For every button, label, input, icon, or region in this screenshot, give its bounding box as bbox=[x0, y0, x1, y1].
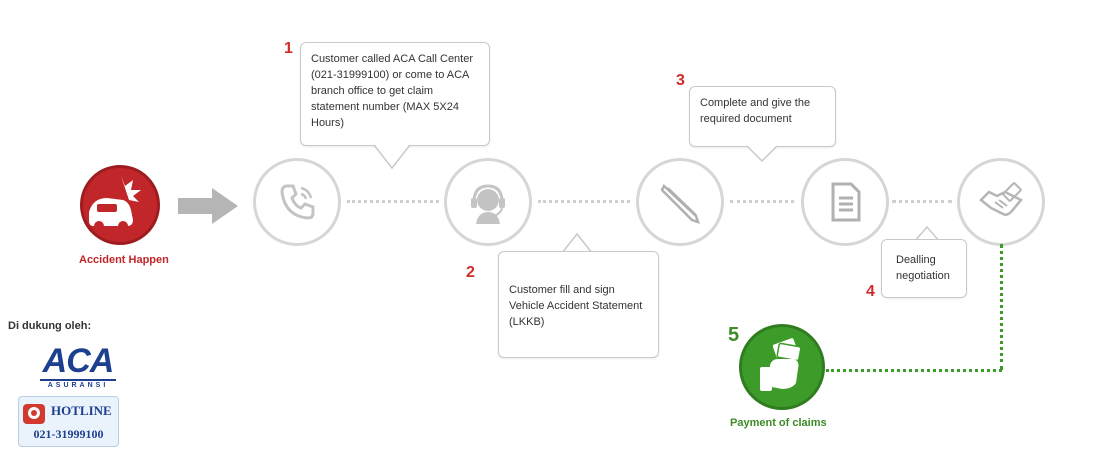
step3-text: Complete and give the required document bbox=[700, 97, 811, 125]
money-hand-icon bbox=[760, 338, 802, 391]
payment-circle bbox=[739, 324, 825, 410]
step2-bubble: Customer fill and sign Vehicle Accident … bbox=[498, 251, 659, 358]
hotline-phone-icon bbox=[23, 404, 45, 424]
hotline-number: 021-31999100 bbox=[33, 427, 104, 441]
step4-text: Dealling negotiation bbox=[896, 254, 950, 282]
step3-document-circle bbox=[801, 158, 889, 246]
aca-logo-subtext: ASURANSI bbox=[47, 382, 109, 389]
step1-bubble: Customer called ACA Call Center (021-319… bbox=[300, 42, 490, 146]
step3-bubble: Complete and give the required document bbox=[689, 86, 836, 147]
step1-number: 1 bbox=[284, 40, 293, 57]
accident-label: Accident Happen bbox=[79, 254, 169, 266]
connector-1-2 bbox=[347, 200, 439, 203]
step2-bubble-tail bbox=[561, 232, 593, 254]
aca-logo: ACA ASURANSI bbox=[38, 344, 118, 390]
headset-agent-icon bbox=[471, 184, 505, 224]
connector-2-3 bbox=[538, 200, 630, 203]
step4-handshake-circle bbox=[957, 158, 1045, 246]
hotline-box[interactable]: HOTLINE 021-31999100 bbox=[18, 396, 119, 447]
step1-bubble-tail bbox=[373, 144, 411, 170]
arrow-right-icon bbox=[178, 188, 238, 224]
document-icon bbox=[831, 182, 861, 222]
step1-text: Customer called ACA Call Center (021-319… bbox=[311, 53, 474, 129]
connector-3-4 bbox=[730, 200, 794, 203]
step5-number: 5 bbox=[728, 324, 740, 346]
accident-icon-circle bbox=[80, 165, 160, 245]
hotline-label: HOTLINE bbox=[51, 403, 112, 418]
handshake-icon bbox=[979, 182, 1023, 216]
step4-bubble: Dealling negotiation bbox=[881, 239, 967, 298]
step3-bubble-tail bbox=[746, 145, 778, 163]
step2-number: 2 bbox=[466, 264, 475, 281]
step1-phone-circle bbox=[253, 158, 341, 246]
step3-pen-circle bbox=[636, 158, 724, 246]
green-connector-vertical bbox=[1000, 244, 1003, 370]
green-connector-horizontal bbox=[826, 369, 1002, 372]
sponsor-heading: Di dukung oleh: bbox=[8, 320, 92, 332]
step3-number: 3 bbox=[676, 72, 685, 89]
payment-label: Payment of claims bbox=[730, 417, 827, 429]
aca-logo-text: ACA bbox=[42, 342, 115, 380]
step2-text: Customer fill and sign Vehicle Accident … bbox=[509, 284, 643, 328]
phone-icon bbox=[280, 184, 315, 220]
car-crash-icon bbox=[89, 176, 141, 231]
step4-number: 4 bbox=[866, 283, 875, 300]
step2-agent-circle bbox=[444, 158, 532, 246]
pen-icon bbox=[660, 183, 700, 224]
connector-4-5 bbox=[892, 200, 952, 203]
